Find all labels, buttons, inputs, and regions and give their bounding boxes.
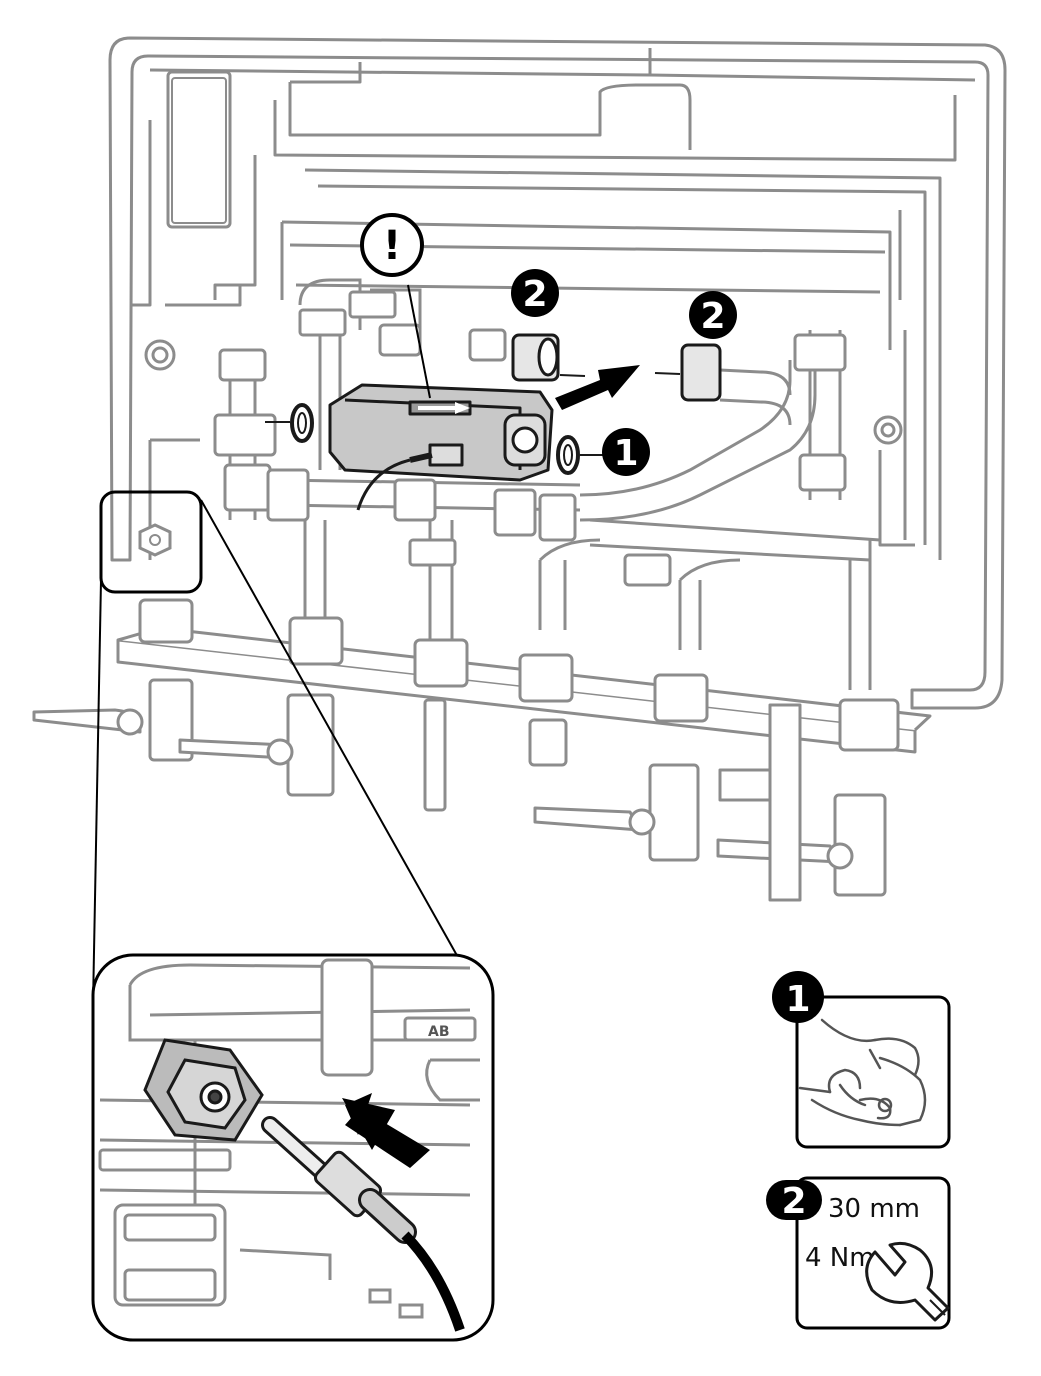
legend-step-2: 2 30 mm 4 Nm: [766, 1176, 951, 1330]
flow-label: AB: [428, 1024, 450, 1040]
warning-callout: !: [360, 213, 431, 399]
push-in-arrow: [342, 1093, 430, 1168]
step-1-marker: 1: [602, 428, 650, 476]
legend-step-2-number: 2: [781, 1181, 806, 1222]
valve-manifold: [32, 598, 932, 902]
union-nuts: [511, 333, 722, 402]
zoom-source-box: [99, 490, 203, 594]
wrench-size-label: 30 mm: [828, 1194, 920, 1224]
legend-step-1: 1: [772, 971, 951, 1149]
detail-inset: AB: [91, 953, 495, 1342]
temperature-probe: [261, 1116, 465, 1332]
insert-direction-arrow: [555, 365, 640, 410]
sensor-port-fitting: [143, 1038, 264, 1142]
internal-fittings: [144, 290, 903, 587]
sealing-rings: [265, 403, 605, 475]
step-2-marker-left: 2: [511, 269, 559, 317]
step-1-number: 1: [613, 433, 638, 474]
flow-sensor: [328, 383, 554, 511]
step-2-number-right: 2: [700, 296, 725, 337]
zoom-connector-lines: [92, 499, 483, 1006]
step-2-marker-right: 2: [689, 291, 737, 339]
boiler-housing: [108, 36, 1007, 710]
open-wrench-icon: [865, 1241, 950, 1322]
torque-label: 4 Nm: [805, 1243, 875, 1273]
warning-symbol: !: [383, 223, 401, 269]
step-2-number-left: 2: [522, 274, 547, 315]
legend-step-1-number: 1: [785, 979, 810, 1020]
hand-tighten-icon: [798, 1018, 927, 1127]
